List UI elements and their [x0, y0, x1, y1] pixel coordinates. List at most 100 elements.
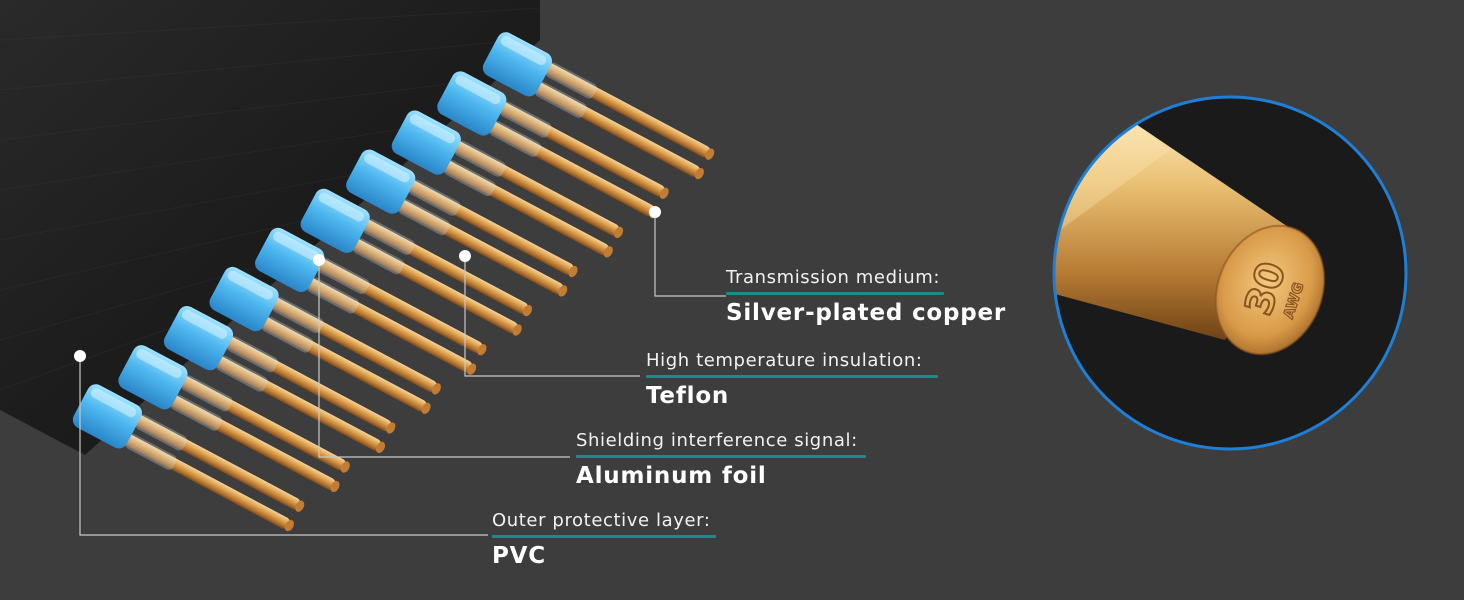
leader-line-transmission	[654, 212, 726, 297]
insulation-cap	[391, 110, 461, 175]
conductor-tip	[330, 480, 340, 493]
teflon-sleeve	[363, 218, 415, 255]
callout-underline	[576, 455, 866, 458]
copper-conductor	[541, 61, 711, 158]
copper-conductor	[348, 237, 518, 334]
insulation-cap	[255, 227, 325, 293]
conductor-tip	[376, 441, 386, 454]
copper-conductor	[166, 394, 336, 490]
teflon-sleeve	[124, 433, 177, 470]
copper-conductor	[212, 355, 382, 451]
cap-highlight	[227, 270, 273, 300]
teflon-sleeve	[545, 62, 597, 99]
copper-conductor	[394, 198, 564, 295]
cap-highlight	[273, 231, 319, 261]
wire-3	[391, 110, 624, 258]
cap-highlight	[409, 114, 456, 144]
conductor-tip	[659, 187, 669, 199]
copper-conductor	[530, 81, 701, 177]
callout-underline	[492, 535, 716, 538]
callout-shielding: Shielding interference signal: Aluminum …	[576, 430, 866, 490]
copper-conductor	[176, 374, 347, 471]
teflon-sleeve	[398, 199, 450, 236]
wire-6	[255, 227, 487, 375]
leader-line-outer	[79, 356, 488, 536]
copper-conductor	[404, 179, 574, 275]
teflon-sleeve	[443, 160, 496, 197]
conductor-tip	[386, 422, 396, 434]
leader-line-insulation	[464, 256, 640, 377]
cap-highlight	[455, 75, 501, 105]
cap-highlight	[318, 192, 365, 222]
teflon-sleeve	[489, 121, 542, 157]
dot-shielding	[313, 254, 325, 266]
conductor-tip	[614, 226, 624, 239]
conductor-tip	[295, 500, 305, 512]
teflon-sleeve	[261, 316, 314, 353]
teflon-sleeve	[226, 336, 279, 373]
callout-underline	[646, 375, 938, 378]
callout-underline	[726, 292, 944, 295]
callout-outer: Outer protective layer: PVC	[492, 510, 716, 570]
conductor-tip	[340, 461, 350, 473]
wire-2	[437, 71, 669, 219]
insulation-cap	[482, 32, 552, 97]
callout-insulation: High temperature insulation: Teflon	[646, 350, 938, 410]
wire-10	[72, 384, 305, 532]
dot-insulation	[459, 250, 471, 262]
conductor-tip	[421, 402, 431, 414]
insulation-cap	[300, 188, 370, 253]
insulation-cap	[346, 149, 416, 214]
copper-conductor	[257, 315, 427, 412]
teflon-sleeve	[352, 238, 405, 275]
cap-highlight	[182, 310, 228, 339]
teflon-sleeve	[454, 140, 506, 177]
callout-label: Outer protective layer:	[492, 510, 711, 531]
leader-line-shielding	[318, 260, 570, 458]
cap-highlight	[136, 349, 182, 378]
conductor-tip	[568, 265, 578, 278]
conductor-tip	[512, 324, 522, 336]
wire-5	[300, 188, 533, 336]
copper-conductor	[450, 140, 620, 236]
dot-transmission	[649, 206, 661, 218]
wire-group	[72, 32, 715, 532]
callout-transmission: Transmission medium: Silver-plated coppe…	[726, 267, 1006, 327]
wire-7	[209, 266, 441, 414]
copper-conductor	[120, 433, 291, 529]
insulation-cap	[163, 306, 234, 371]
callout-label: High temperature insulation:	[646, 350, 923, 371]
teflon-sleeve	[317, 258, 370, 295]
jacket-texture	[0, 7, 541, 391]
callout-value: PVC	[492, 543, 546, 569]
copper-conductor	[131, 413, 301, 510]
copper-conductor	[485, 120, 655, 216]
copper-conductor	[359, 218, 529, 314]
dot-outer	[74, 350, 86, 362]
wire-1	[482, 32, 715, 180]
wire-9	[118, 345, 350, 493]
zoom-inset: 30 AWG	[1052, 95, 1408, 451]
insulation-cap	[118, 345, 188, 410]
callout-value: Aluminum foil	[576, 463, 767, 489]
teflon-sleeve	[499, 101, 552, 138]
teflon-sleeve	[135, 414, 187, 451]
cap-highlight	[500, 36, 547, 66]
copper-conductor	[495, 100, 665, 197]
wire-8	[163, 306, 396, 454]
teflon-sleeve	[307, 277, 359, 314]
conductor-end-face	[1215, 225, 1325, 355]
conductor-tip	[523, 305, 533, 317]
conductor-tip	[694, 167, 704, 180]
insulation-cap	[209, 266, 279, 332]
copper-conductor	[303, 276, 473, 373]
conductor-tip	[477, 344, 487, 356]
zoom-ring	[1052, 95, 1408, 451]
conductor-tip	[705, 148, 715, 160]
copper-conductor	[313, 257, 483, 353]
leader-dots	[74, 206, 661, 362]
cable-jacket	[0, 0, 540, 455]
teflon-sleeve	[408, 179, 461, 216]
leader-lines	[79, 212, 726, 536]
